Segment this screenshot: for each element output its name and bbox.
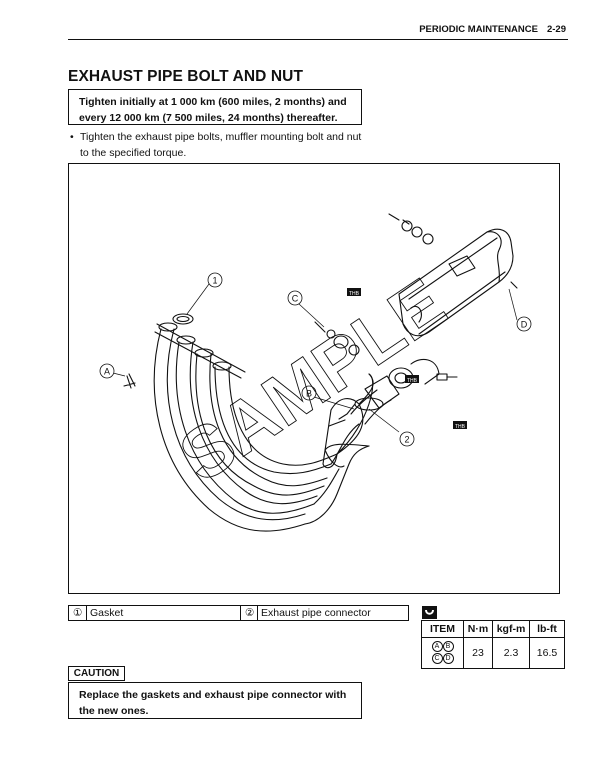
exhaust-pipe-1 bbox=[153, 328, 306, 532]
legend-number: ② bbox=[245, 607, 255, 619]
exhaust-diagram: THB THB THB 1 C A B 2 D SAMPLE bbox=[68, 163, 560, 594]
thread-lock-icon: THB THB THB bbox=[347, 288, 467, 430]
torque-lbft: 16.5 bbox=[529, 637, 565, 669]
torque-kgfm: 2.3 bbox=[492, 637, 530, 669]
instruction: • Tighten the exhaust pipe bolts, muffler… bbox=[70, 130, 370, 161]
callout-d: D bbox=[521, 320, 528, 330]
muffler bbox=[398, 228, 514, 337]
callout-a: A bbox=[104, 367, 110, 377]
thread-lock-label: THB bbox=[455, 424, 466, 430]
gasket bbox=[172, 313, 194, 325]
legend-label: Exhaust pipe connector bbox=[261, 607, 371, 619]
exhaust-pipe-4 bbox=[214, 366, 332, 475]
caution-label: CAUTION bbox=[68, 666, 125, 681]
section-title: PERIODIC MAINTENANCE bbox=[419, 24, 538, 35]
bullet-mark: • bbox=[70, 131, 74, 143]
torque-wrench-icon bbox=[422, 606, 437, 619]
torque-header: lb-ft bbox=[529, 620, 565, 638]
torque-header: kgf-m bbox=[492, 620, 530, 638]
legend-number: ① bbox=[73, 607, 83, 619]
page-title: EXHAUST PIPE BOLT AND NUT bbox=[68, 68, 304, 85]
page-header: PERIODIC MAINTENANCE 2-29 bbox=[68, 22, 568, 40]
interval-note-line: Tighten initially at 1 000 km (600 miles… bbox=[79, 96, 347, 108]
callout-c: C bbox=[292, 294, 299, 304]
caution-line: the new ones. bbox=[79, 705, 149, 717]
torque-header: N·m bbox=[463, 620, 493, 638]
torque-header: ITEM bbox=[421, 620, 464, 638]
caution-box: Replace the gaskets and exhaust pipe con… bbox=[68, 682, 362, 719]
thread-lock-label: THB bbox=[349, 291, 360, 297]
exhaust-pipe-3 bbox=[195, 353, 325, 496]
torque-nm: 23 bbox=[463, 637, 493, 669]
instruction-line: Tighten the exhaust pipe bolts, muffler … bbox=[80, 131, 362, 143]
thread-lock-label: THB bbox=[407, 378, 418, 384]
exhaust-illustration: THB THB THB 1 C A B 2 D SAMPLE bbox=[99, 213, 532, 532]
callout-1: 1 bbox=[212, 276, 217, 286]
callout-2: 2 bbox=[404, 435, 409, 445]
caution-line: Replace the gaskets and exhaust pipe con… bbox=[79, 689, 347, 701]
exhaust-pipe-connector bbox=[364, 375, 400, 409]
interval-note-box: Tighten initially at 1 000 km (600 miles… bbox=[68, 89, 362, 125]
interval-note-line: every 12 000 km (7 500 miles, 24 months)… bbox=[79, 112, 338, 124]
legend-label: Gasket bbox=[90, 607, 124, 619]
instruction-line: to the specified torque. bbox=[80, 146, 187, 159]
parts-legend: ① Gasket ② Exhaust pipe connector bbox=[68, 605, 409, 621]
callout-b: B bbox=[306, 389, 312, 399]
exhaust-pipe-2 bbox=[175, 341, 315, 514]
page-number: 2-29 bbox=[546, 24, 566, 35]
